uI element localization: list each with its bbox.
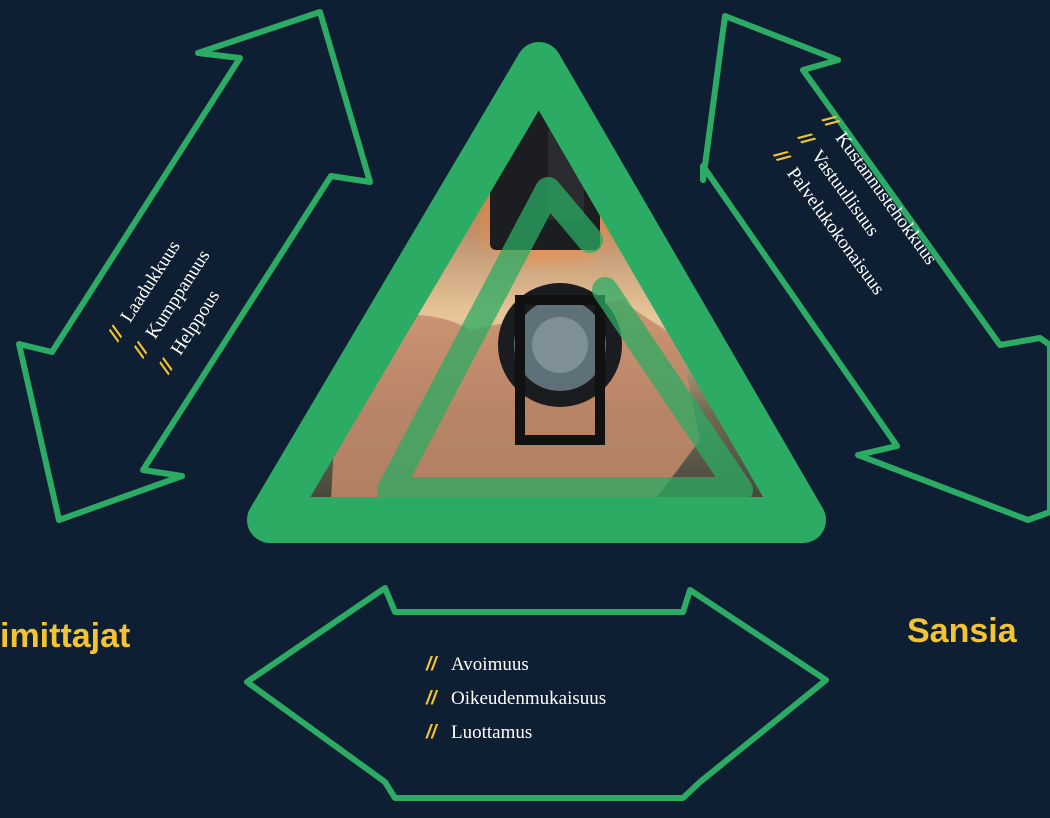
slash-mark: // bbox=[425, 688, 438, 709]
slash-mark: // bbox=[769, 145, 794, 168]
compass-photo bbox=[247, 42, 826, 543]
list-item: // Luottamus bbox=[425, 722, 532, 743]
slash-mark: // bbox=[793, 127, 818, 150]
right-double-arrow bbox=[700, 13, 1050, 523]
slash-mark: // bbox=[154, 356, 179, 379]
bottom-item-3: Luottamus bbox=[451, 722, 532, 743]
list-item: // Oikeudenmukaisuus bbox=[425, 688, 606, 709]
right-side-label: Sansia bbox=[907, 612, 1017, 650]
left-side-label: imittajat bbox=[0, 617, 131, 655]
bottom-double-arrow bbox=[244, 585, 829, 801]
left-double-arrow bbox=[16, 9, 373, 523]
right-arrow-list: // Kustannustehokkuus // Vastuullisuus /… bbox=[769, 110, 941, 299]
list-item: // Avoimuus bbox=[425, 654, 529, 675]
slash-mark: // bbox=[129, 339, 154, 362]
slash-mark: // bbox=[104, 323, 129, 346]
slash-mark: // bbox=[425, 654, 438, 675]
slash-mark: // bbox=[425, 722, 438, 743]
bottom-arrow-list: // Avoimuus // Oikeudenmukaisuus // Luot… bbox=[425, 654, 606, 743]
bottom-item-2: Oikeudenmukaisuus bbox=[451, 688, 606, 709]
bottom-item-1: Avoimuus bbox=[451, 654, 529, 675]
